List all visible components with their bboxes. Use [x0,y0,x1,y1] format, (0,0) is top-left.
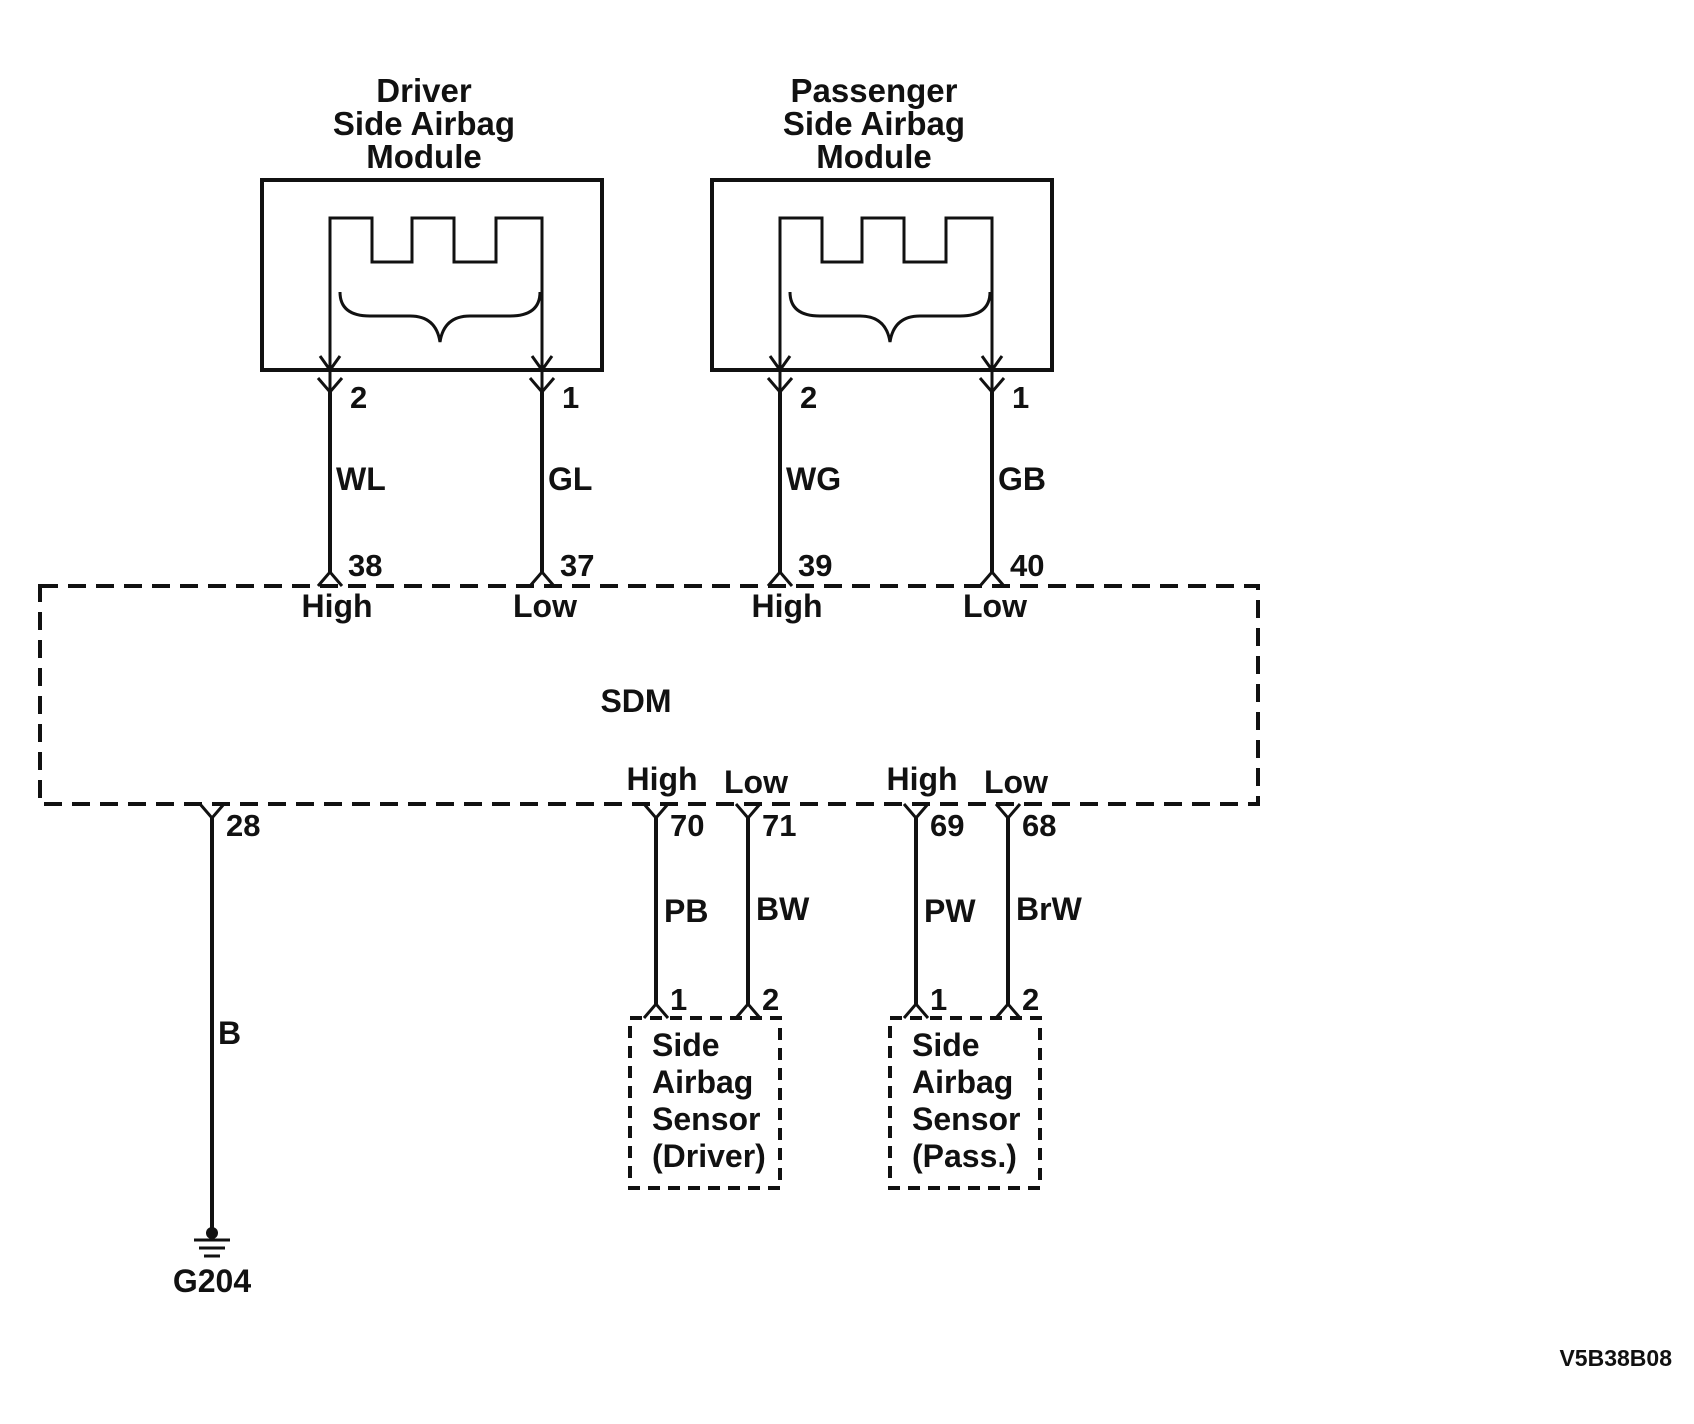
sdm-box [38,584,1260,806]
sdm-top-label-high-2: High [751,588,822,624]
sdm-top-label-low-1: Low [513,588,577,624]
sdm-pin-69: 69 [930,808,964,843]
sdm-top-label-high-1: High [301,588,372,624]
sdm-pin28-connector [198,803,226,821]
sensor-pass-line-3: Sensor [912,1101,1020,1137]
pass-squib-element [778,216,994,400]
sensor-pass-pin1-connector [902,1001,930,1019]
pass-pin2-number: 2 [800,380,817,415]
sensor-driver-pin1-connector [642,1001,670,1019]
sensor-driver-line-3: Sensor [652,1101,760,1137]
side-airbag-sensor-passenger: Side Airbag Sensor (Pass.) [888,1016,1042,1190]
sdm-bottom-label-low-2: Low [984,764,1048,800]
sensor-driver-pin2-connector [734,1001,762,1019]
sensor-driver-line-4: (Driver) [652,1138,766,1174]
sdm-pin40-connector [978,569,1006,587]
pass-module-title-1: Passenger [791,72,958,109]
sdm-pin38-connector [316,569,344,587]
driver-squib-element [328,216,544,400]
sdm-pin-38: 38 [348,548,382,583]
wire-label-wl: WL [336,461,386,497]
wire-label-pb: PB [664,893,708,929]
driver-pin2-number: 2 [350,380,367,415]
driver-module-title-2: Side Airbag [333,105,515,142]
sdm-name: SDM [600,683,671,719]
side-airbag-sensor-driver: Side Airbag Sensor (Driver) [628,1016,782,1190]
sensor-pass-line-4: (Pass.) [912,1138,1017,1174]
sdm-module: High Low High Low SDM High Low High Low [38,584,1260,806]
sensor-driver-line-1: Side [652,1027,720,1063]
sensor-driver-pin1-number: 1 [670,982,687,1017]
sdm-pin37-connector [528,569,556,587]
lower-wires: 28 70 71 69 68 B PB BW PW BrW 1 2 1 2 [198,803,1083,1232]
sdm-pin70-connector [642,803,670,821]
driver-arrow-right [530,355,554,373]
sdm-pin-68: 68 [1022,808,1056,843]
ground-g204: G204 [173,1227,251,1299]
sdm-bottom-label-high-1: High [626,761,697,797]
sdm-pin71-connector [734,803,762,821]
wire-label-b: B [218,1015,241,1051]
pass-module-box [710,178,1054,372]
wire-label-wg: WG [786,461,841,497]
driver-pin1-number: 1 [562,380,579,415]
sdm-pin69-connector [902,803,930,821]
wire-label-gb: GB [998,461,1046,497]
sensor-driver-line-2: Airbag [652,1064,753,1100]
driver-module-title-1: Driver [376,72,472,109]
wire-label-pw: PW [924,893,976,929]
wire-label-gl: GL [548,461,592,497]
pass-pin1-number: 1 [1012,380,1029,415]
pass-arrow-right [980,355,1004,373]
sdm-bottom-label-high-2: High [886,761,957,797]
pass-module-title-2: Side Airbag [783,105,965,142]
sdm-pin-37: 37 [560,548,594,583]
sensor-pass-pin2-number: 2 [1022,982,1039,1017]
ground-junction-dot [206,1227,218,1239]
wire-label-brw: BrW [1016,891,1083,927]
sdm-pin-70: 70 [670,808,704,843]
ground-name: G204 [173,1263,251,1299]
sdm-pin39-connector [766,569,794,587]
figure-id: V5B38B08 [1559,1345,1672,1371]
sensor-pass-pin1-number: 1 [930,982,947,1017]
driver-module-box [260,178,604,372]
sensor-pass-line-1: Side [912,1027,980,1063]
sensor-pass-line-2: Airbag [912,1064,1013,1100]
pass-squib-brace [788,291,992,343]
sdm-bottom-label-low-1: Low [724,764,788,800]
driver-airbag-module: Driver Side Airbag Module [260,72,604,400]
driver-module-title-3: Module [366,138,481,175]
sdm-top-label-low-2: Low [963,588,1027,624]
sdm-pin-28: 28 [226,808,260,843]
sdm-pin-71: 71 [762,808,796,843]
pass-module-title-3: Module [816,138,931,175]
passenger-airbag-module: Passenger Side Airbag Module [710,72,1054,400]
sdm-pin-39: 39 [798,548,832,583]
ground-icon [194,1238,230,1258]
sensor-driver-pin2-number: 2 [762,982,779,1017]
driver-arrow-left [318,355,342,373]
pass-arrow-left [768,355,792,373]
driver-squib-brace [338,291,542,343]
upper-wires: 2 1 2 1 WL GL WG GB 38 37 39 40 [316,377,1046,587]
sdm-pin68-connector [994,803,1022,821]
sensor-pass-pin2-connector [994,1001,1022,1019]
sdm-pin-40: 40 [1010,548,1044,583]
wire-label-bw: BW [756,891,810,927]
